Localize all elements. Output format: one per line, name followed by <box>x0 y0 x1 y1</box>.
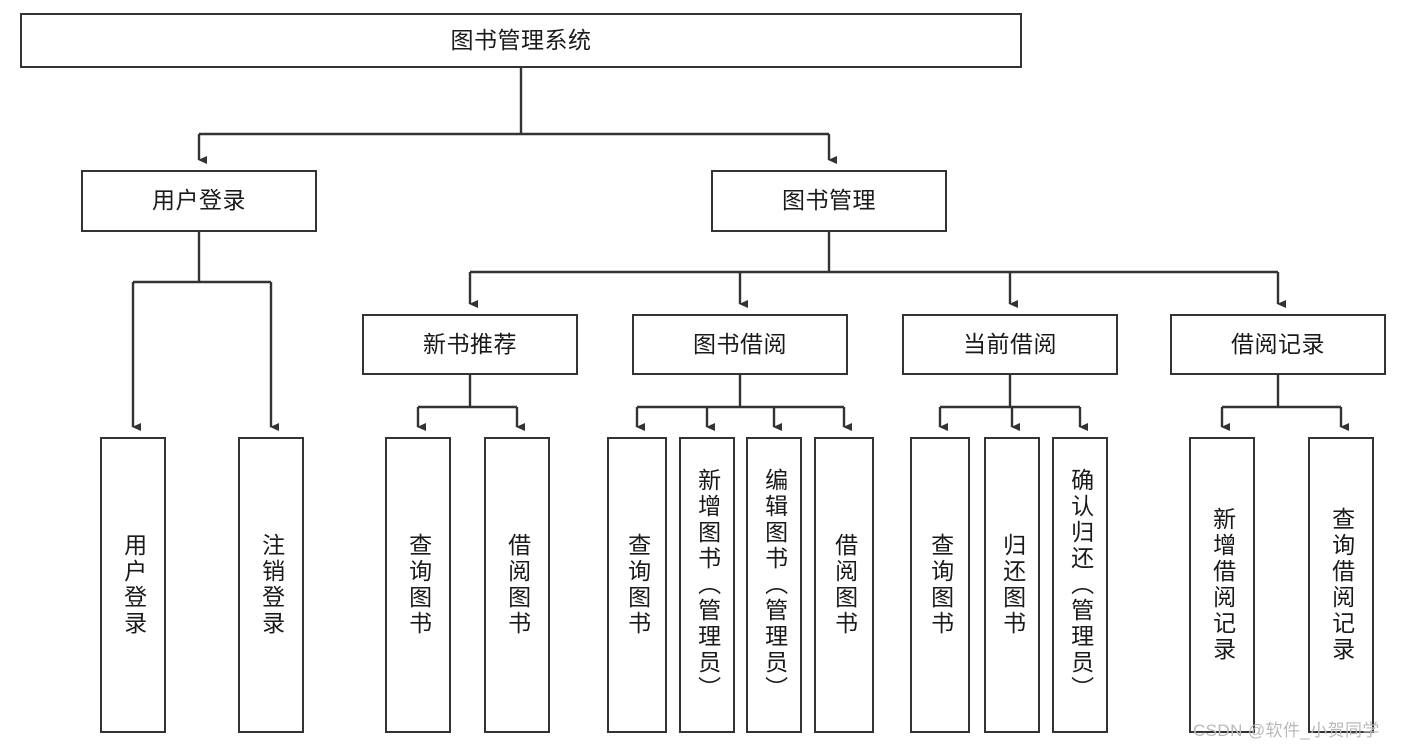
level2-node-label: 图书管理 <box>782 187 876 214</box>
leaf-node-box[interactable]: 借阅图书 <box>814 437 874 733</box>
leaf-node-box[interactable]: 新增图书（管理员） <box>679 437 735 733</box>
leaf-node-box[interactable]: 查询图书 <box>607 437 667 733</box>
level3-node-label: 当前借阅 <box>963 330 1057 357</box>
leaf-node-label: 借阅图书 <box>504 533 531 637</box>
level3-node-label: 图书借阅 <box>693 330 787 357</box>
leaf-node-label: 查询图书 <box>405 533 432 637</box>
leaf-node-box[interactable]: 确认归还（管理员） <box>1052 437 1108 733</box>
leaf-node-box[interactable]: 查询借阅记录 <box>1308 437 1374 733</box>
level2-node-box[interactable]: 图书管理 <box>711 170 947 232</box>
level2-node-box[interactable]: 用户登录 <box>81 170 317 232</box>
leaf-node-label: 注销登录 <box>258 533 285 637</box>
level3-node-label: 借阅记录 <box>1231 330 1325 357</box>
leaf-node-label: 借阅图书 <box>831 533 858 637</box>
leaf-node-box[interactable]: 归还图书 <box>984 437 1040 733</box>
leaf-node-label: 查询图书 <box>624 533 651 637</box>
leaf-node-label: 查询图书 <box>927 533 954 637</box>
root-node-label: 图书管理系统 <box>450 26 592 53</box>
leaf-node-label: 用户登录 <box>120 533 147 637</box>
leaf-node-box[interactable]: 注销登录 <box>238 437 304 733</box>
connector-lines <box>131 68 1349 431</box>
level3-node-box[interactable]: 新书推荐 <box>362 314 578 375</box>
leaf-node-label: 新增图书（管理员） <box>694 468 721 702</box>
leaf-node-box[interactable]: 用户登录 <box>100 437 166 733</box>
root-node-box[interactable]: 图书管理系统 <box>20 13 1022 68</box>
level3-node-label: 新书推荐 <box>423 330 517 357</box>
leaf-node-label: 新增借阅记录 <box>1209 507 1236 663</box>
level2-node-label: 用户登录 <box>152 187 246 214</box>
leaf-node-label: 编辑图书（管理员） <box>761 468 788 702</box>
leaf-node-box[interactable]: 查询图书 <box>910 437 970 733</box>
leaf-node-label: 归还图书 <box>999 533 1026 637</box>
leaf-node-label: 确认归还（管理员） <box>1067 468 1094 702</box>
level3-node-box[interactable]: 图书借阅 <box>632 314 848 375</box>
leaf-node-label: 查询借阅记录 <box>1328 507 1355 663</box>
leaf-node-box[interactable]: 新增借阅记录 <box>1189 437 1255 733</box>
level3-node-box[interactable]: 借阅记录 <box>1170 314 1386 375</box>
watermark-text: CSDN @软件_小贺同学 <box>1193 721 1380 740</box>
leaf-node-box[interactable]: 编辑图书（管理员） <box>746 437 802 733</box>
leaf-node-box[interactable]: 借阅图书 <box>484 437 550 733</box>
leaf-node-box[interactable]: 查询图书 <box>385 437 451 733</box>
level3-node-box[interactable]: 当前借阅 <box>902 314 1118 375</box>
